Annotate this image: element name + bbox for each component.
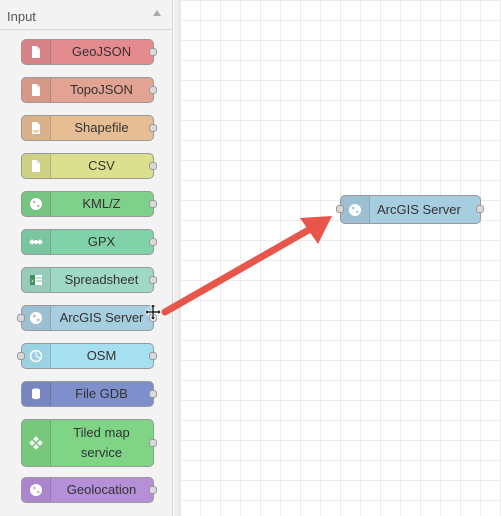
palette-node-output-port [149, 48, 157, 56]
globe-icon [22, 192, 51, 216]
database-icon [22, 382, 51, 406]
palette-node-output-port [149, 200, 157, 208]
palette-node-output-port [149, 439, 157, 447]
palette-node-label: GPX [87, 234, 116, 249]
palette-node-label: TopoJSON [70, 82, 133, 97]
palette-node-output-port [149, 390, 157, 398]
palette-node-label: CSV [88, 158, 115, 173]
excel-icon: x [22, 268, 51, 292]
file-icon [22, 40, 51, 64]
globe-icon [22, 478, 51, 502]
palette-node-output-port [149, 124, 157, 132]
palette-node-tiled-map-service[interactable]: Tiled map service [21, 419, 154, 467]
palette-node-geolocation[interactable]: Geolocation [21, 477, 154, 503]
palette-node-geojson[interactable]: GeoJSON [21, 39, 154, 65]
workspace-node-arcgis-server[interactable]: ArcGIS Server [340, 195, 481, 224]
palette-node-output-port [149, 486, 157, 494]
palette-node-csv[interactable]: CSV [21, 153, 154, 179]
palette-category-label: Input [7, 9, 36, 24]
palette-node-output-port [149, 352, 157, 360]
palette-node-kml-z[interactable]: KML/Z [21, 191, 154, 217]
palette-node-arcgis-server[interactable]: ArcGIS Server [21, 305, 154, 331]
globe-icon [22, 306, 51, 330]
shp-file-icon: SHP [22, 116, 51, 140]
palette-node-output-port [149, 238, 157, 246]
move-cursor-icon [144, 303, 162, 321]
satellite-icon [22, 230, 51, 254]
palette-node-input-port [17, 314, 25, 322]
palette-node-spreadsheet[interactable]: x Spreadsheet [21, 267, 154, 293]
palette-node-label: Spreadsheet [64, 272, 139, 287]
file-icon [22, 154, 51, 178]
palette-node-file-gdb[interactable]: File GDB [21, 381, 154, 407]
workspace-node-input-port[interactable] [336, 205, 344, 213]
palette-node-label: GeoJSON [71, 44, 132, 59]
palette-node-output-port [149, 162, 157, 170]
palette-node-gpx[interactable]: GPX [21, 229, 154, 255]
palette-node-label: Geolocation [66, 482, 137, 497]
palette-node-label: Shapefile [74, 120, 129, 135]
palette-node-label: ArcGIS Server [59, 310, 144, 325]
palette-category-header[interactable]: Input [0, 4, 172, 30]
palette-node-label: File GDB [75, 386, 128, 401]
tiles-icon [22, 420, 51, 466]
palette-node-output-port [149, 276, 157, 284]
palette-node-topojson[interactable]: TopoJSON [21, 77, 154, 103]
palette-node-osm[interactable]: OSM [21, 343, 154, 369]
palette-node-output-port [149, 86, 157, 94]
palette-node-label: KML/Z [82, 196, 121, 211]
palette-node-input-port [17, 352, 25, 360]
palette-node-label: Tiled map service [73, 425, 130, 460]
svg-text:x: x [31, 279, 34, 285]
palette-node-label: OSM [86, 348, 117, 363]
osm-icon [22, 344, 51, 368]
workspace-node-output-port[interactable] [476, 205, 484, 213]
file-icon [22, 78, 51, 102]
svg-text:SHP: SHP [33, 130, 41, 134]
workspace-node-label: ArcGIS Server [377, 201, 461, 217]
globe-icon [341, 196, 370, 223]
palette-node-shapefile[interactable]: SHP Shapefile [21, 115, 154, 141]
flow-workspace[interactable] [180, 0, 501, 516]
collapse-caret-icon[interactable] [153, 10, 161, 16]
